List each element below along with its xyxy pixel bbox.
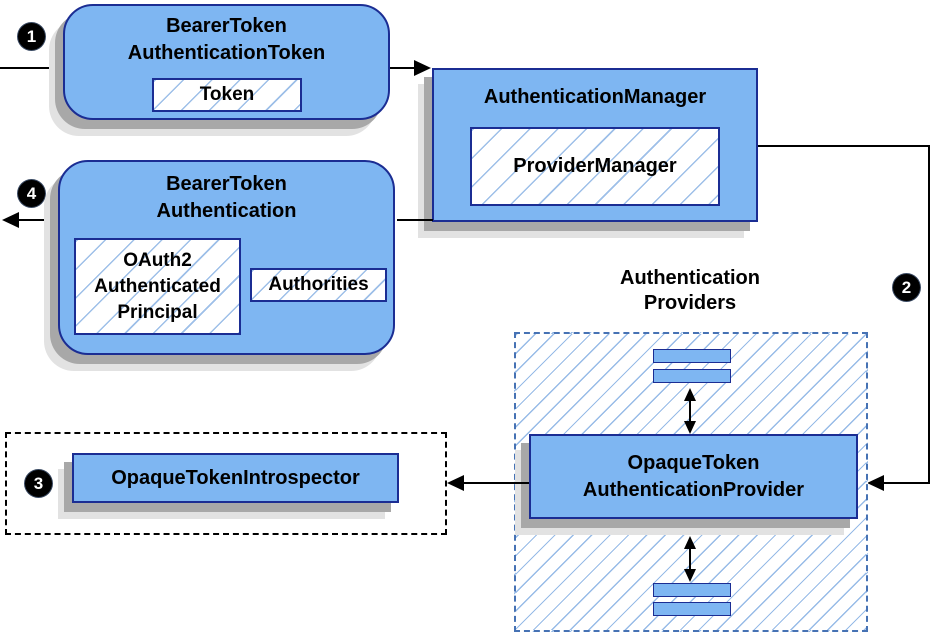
provider-placeholder-bar	[653, 369, 731, 383]
provider-manager-field: ProviderManager	[470, 127, 720, 206]
token-field: Token	[152, 78, 302, 112]
node-bearer-token-authentication-token: BearerToken AuthenticationToken Token	[63, 4, 390, 120]
arrow-down-head-icon	[684, 421, 696, 434]
incoming-flow-line	[0, 67, 63, 69]
outgoing-flow-head-icon	[2, 212, 19, 228]
oauth2-authenticated-principal-field: OAuth2 Authenticated Principal	[74, 238, 241, 335]
provider-placeholder-bar	[653, 349, 731, 363]
connector-2-horizontal-top	[758, 145, 930, 147]
step-4-badge: 4	[18, 180, 45, 207]
node-bearer-token-authentication: BearerToken Authentication OAuth2 Authen…	[58, 160, 395, 355]
arrow-stem	[689, 545, 691, 573]
authorities-field: Authorities	[250, 268, 387, 302]
step-3-badge: 3	[25, 470, 52, 497]
arrow-up-head-icon	[684, 536, 696, 549]
node-title: BearerToken Authentication	[156, 173, 297, 222]
step-1-badge: 1	[18, 23, 45, 50]
connector-2-head-icon	[867, 475, 884, 491]
connector-2-horizontal-bottom	[882, 482, 930, 484]
connector-3-line	[460, 482, 529, 484]
arrow-up-head-icon	[684, 388, 696, 401]
arrow-stem	[689, 397, 691, 425]
double-arrow-top	[681, 388, 699, 434]
arrow-down-head-icon	[684, 569, 696, 582]
step-2-badge: 2	[893, 274, 920, 301]
outgoing-flow-line	[10, 219, 58, 221]
node-title: OpaqueToken AuthenticationProvider	[582, 451, 805, 501]
connector-manager-to-authentication-line	[397, 219, 433, 221]
node-title: BearerToken AuthenticationToken	[127, 15, 326, 64]
node-title: AuthenticationManager	[483, 86, 707, 108]
arrow-token-to-manager-head-icon	[414, 60, 431, 76]
provider-placeholder-bar	[653, 583, 731, 597]
provider-placeholder-bar	[653, 602, 731, 616]
connector-3-head-icon	[447, 475, 464, 491]
node-opaque-token-introspector: OpaqueTokenIntrospector	[72, 453, 399, 503]
node-title: OpaqueTokenIntrospector	[111, 466, 360, 489]
connector-2-vertical	[928, 145, 930, 484]
opaque-token-introspector-container	[5, 432, 447, 535]
arrow-token-to-manager-line	[390, 67, 416, 69]
authentication-providers-label: Authentication Providers	[620, 267, 760, 314]
node-opaque-token-authentication-provider: OpaqueToken AuthenticationProvider	[529, 434, 858, 519]
double-arrow-bottom	[681, 536, 699, 582]
node-authentication-manager: AuthenticationManager ProviderManager	[432, 68, 758, 222]
